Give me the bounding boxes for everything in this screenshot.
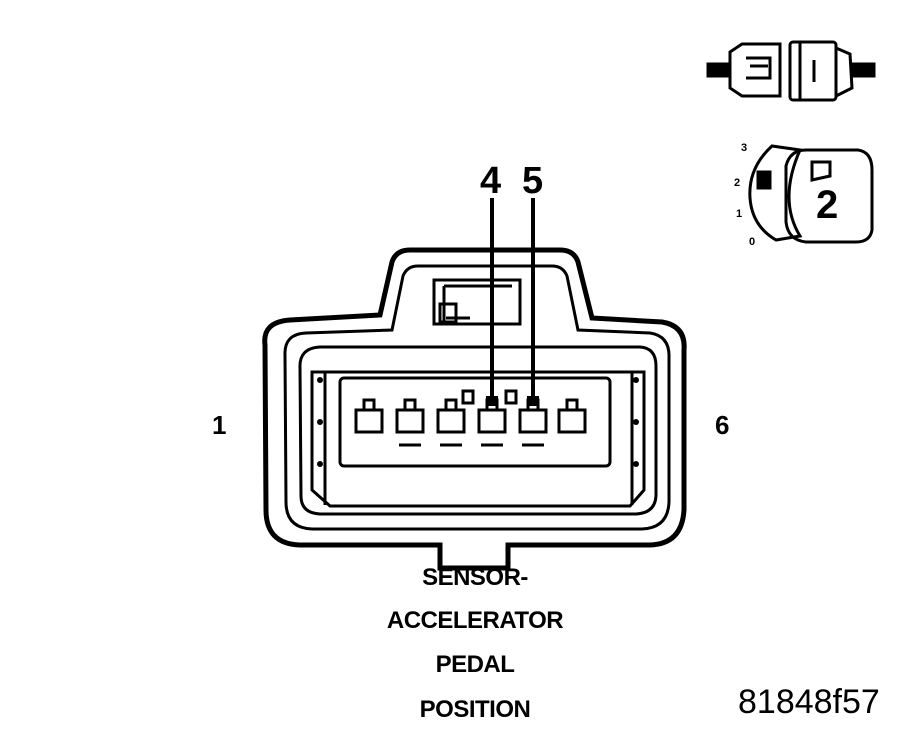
position-scale: 3 2 1 0 (734, 142, 755, 248)
cavity-4 (477, 398, 507, 447)
key-mark-right (504, 389, 518, 405)
cavity-1 (354, 398, 384, 434)
connector-housing (262, 247, 687, 571)
scale-mark-1: 1 (736, 208, 742, 220)
key-mark-left (461, 389, 475, 405)
scale-mark-2: 2 (734, 177, 740, 189)
pin-label-4: 4 (480, 160, 501, 202)
cavity-5 (518, 398, 548, 447)
terminal-cavities (354, 389, 587, 447)
scale-mark-0: 0 (749, 236, 755, 248)
position-legend-icon (748, 144, 874, 244)
caption-line-4: POSITION (419, 696, 531, 723)
pin-label-5: 5 (522, 160, 543, 202)
pin-leaders (486, 198, 539, 406)
key-number: 2 (816, 183, 838, 227)
side-label-right: 6 (715, 410, 729, 440)
figure-id: 81848f57 (738, 683, 880, 721)
cavity-6 (557, 398, 587, 434)
mounting-holes (317, 377, 639, 467)
caption-line-3: PEDAL (435, 651, 515, 678)
cavity-3 (436, 398, 466, 447)
cavity-2 (395, 398, 425, 447)
caption-line-1: SENSOR- (422, 564, 528, 591)
scale-mark-3: 3 (741, 142, 747, 154)
caption-line-2: ACCELERATOR (386, 607, 564, 634)
connector-pair-icon (706, 40, 876, 102)
connector-latch (432, 278, 522, 326)
side-label-left: 1 (212, 410, 226, 440)
